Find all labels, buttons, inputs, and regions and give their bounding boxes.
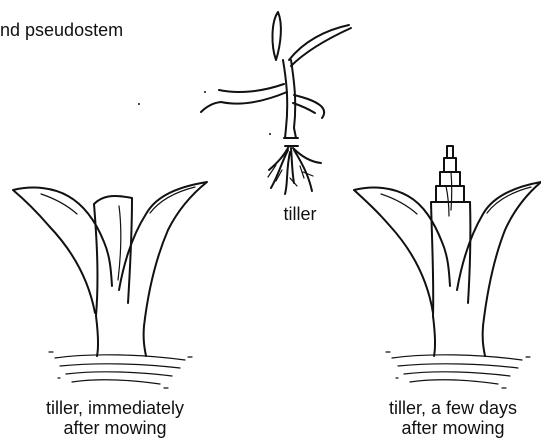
right-regrown-tiller-illustration	[354, 146, 541, 388]
whole-tiller-illustration	[138, 12, 351, 194]
left-mowed-tiller-illustration	[13, 182, 207, 388]
